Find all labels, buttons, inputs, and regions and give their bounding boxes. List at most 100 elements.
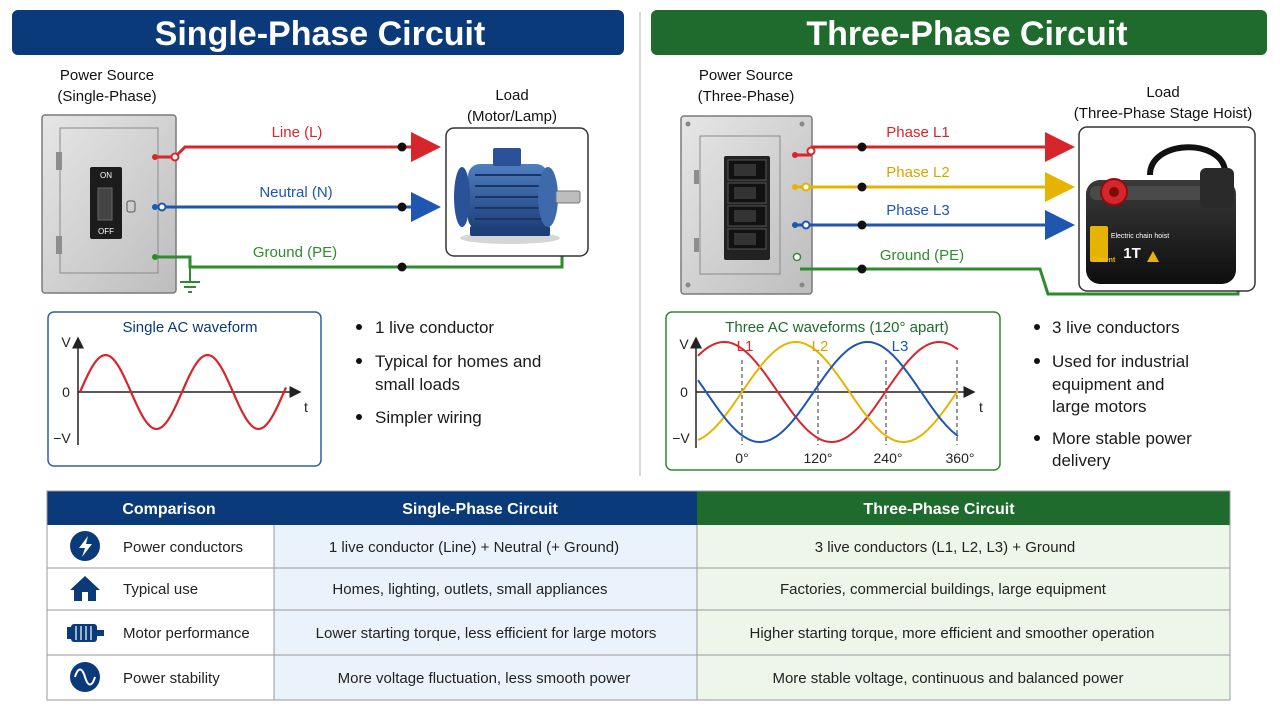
hoist-rating: 1T [1123,245,1141,262]
three-phase-section: Three-Phase Circuit Power Source (Three-… [651,10,1267,471]
table-header-single [274,491,697,525]
ground-label: Ground (PE) [253,244,337,261]
three-source-label: Power Source [699,67,793,84]
three-bullet-2c: large motors [1052,397,1146,416]
wave-l2-label: L2 [812,338,829,355]
line-label: Line (L) [272,124,323,141]
phase-degree-markers [741,360,958,445]
single-bullet-1: 1 live conductor [375,318,494,337]
three-load-label: Load [1146,84,1179,101]
deg-240-label: 240° [874,450,903,466]
table-header-single-label: Single-Phase Circuit [402,501,558,518]
single-load-label: Load [495,87,528,104]
single-power-panel: ON OFF [41,114,177,294]
phase-l3-label: Phase L3 [886,202,949,219]
lightning-icon [70,531,100,561]
row-three-value: Higher starting torque, more efficient a… [750,625,1155,642]
row-single-value: Homes, lighting, outlets, small applianc… [332,581,607,598]
line-wire [158,132,441,162]
earth-ground-icon [180,267,200,293]
table-header-comparison-label: Comparison [122,501,215,518]
single-bullet-2b: small loads [375,375,460,394]
comparison-table: Comparison Single-Phase Circuit Three-Ph… [46,490,1231,701]
deg-0-label: 0° [735,450,748,466]
table-row: Power conductors 1 live conductor (Line)… [70,531,1075,561]
deg-360-label: 360° [946,450,975,466]
single-bullet-3: Simpler wiring [375,408,482,427]
l1-sine-wave [697,340,959,444]
row-label: Power conductors [123,539,243,556]
three-bullet-3: More stable power [1052,429,1192,448]
table-header-three [697,491,1230,525]
three-axis-v: V [679,336,689,352]
single-wave-title: Single AC waveform [122,319,257,336]
three-axis-zero: 0 [680,384,688,400]
single-load-sublabel: (Motor/Lamp) [467,108,557,125]
single-sine-wave [78,353,288,431]
single-axis-v: V [61,334,71,350]
three-axis-negv: −V [672,430,690,446]
l1-junction [857,142,867,152]
single-phase-section: Single-Phase Circuit Power Source (Singl… [12,10,624,467]
l3-junction [857,220,867,230]
three-phase-banner [651,10,1267,55]
row-three-value: Factories, commercial buildings, large e… [780,581,1107,598]
row-three-value: 3 live conductors (L1, L2, L3) + Ground [815,539,1076,556]
single-phase-title: Single-Phase Circuit [155,15,486,53]
single-axis-zero: 0 [62,384,70,400]
deg-120-label: 120° [804,450,833,466]
phase-l2-label: Phase L2 [886,164,949,181]
stage-hoist-icon: Corent Electric chain hoist 1T [1086,144,1236,284]
row-label: Typical use [123,581,198,598]
l3-sine-wave [697,341,959,444]
table-row: Power stability More voltage fluctuation… [70,662,1124,692]
row-three-value: More stable voltage, continuous and bala… [772,670,1123,687]
house-icon [70,576,100,601]
three-source-sublabel: (Three-Phase) [698,88,795,105]
sine-wave-icon [70,662,100,692]
neutral-label: Neutral (N) [259,184,332,201]
row-single-value: 1 live conductor (Line) + Neutral (+ Gro… [329,539,619,556]
three-axis-t: t [979,399,983,415]
l2-junction [857,182,867,192]
three-bullets: 3 live conductors Used for industrial eq… [1034,318,1192,470]
table-row: Typical use Homes, lighting, outlets, sm… [70,576,1107,601]
motor-icon [67,624,104,642]
single-source-sublabel: (Single-Phase) [57,88,156,105]
row-label: Power stability [123,670,220,687]
three-ground-label: Ground (PE) [880,247,964,264]
row-label: Motor performance [123,625,250,642]
single-source-label: Power Source [60,67,154,84]
row-single-value: Lower starting torque, less efficient fo… [316,625,657,642]
switch-on-label: ON [100,171,112,180]
three-phase-title: Three-Phase Circuit [806,15,1127,53]
single-axis-negv: −V [53,430,71,446]
table-header-three-label: Three-Phase Circuit [863,501,1015,518]
wave-l3-label: L3 [892,338,909,355]
three-wave-title: Three AC waveforms (120° apart) [725,319,949,336]
three-power-panel [680,115,813,295]
three-bullet-3b: delivery [1052,451,1111,470]
switch-off-label: OFF [98,227,114,236]
row-single-value: More voltage fluctuation, less smooth po… [338,670,631,687]
line-junction [397,142,407,152]
phase-l1-wire [795,132,1075,162]
phase-l1-label: Phase L1 [886,124,949,141]
three-load-sublabel: (Three-Phase Stage Hoist) [1074,105,1252,122]
table-row: Motor performance Lower starting torque,… [67,624,1154,642]
table-header-comparison [47,491,274,525]
neutral-junction [397,202,407,212]
single-axis-t: t [304,399,308,415]
l2-sine-wave [697,340,959,443]
hoist-brand: Corent [1093,257,1116,264]
three-bullet-2b: equipment and [1052,375,1164,394]
three-bullet-1: 3 live conductors [1052,318,1180,337]
ground-junction [397,262,407,272]
single-phase-banner [12,10,624,55]
three-bullet-2: Used for industrial [1052,352,1189,371]
wave-l1-label: L1 [737,338,754,355]
hoist-text: Electric chain hoist [1111,233,1169,240]
three-ground-junction [857,264,867,274]
motor-icon [454,148,581,244]
